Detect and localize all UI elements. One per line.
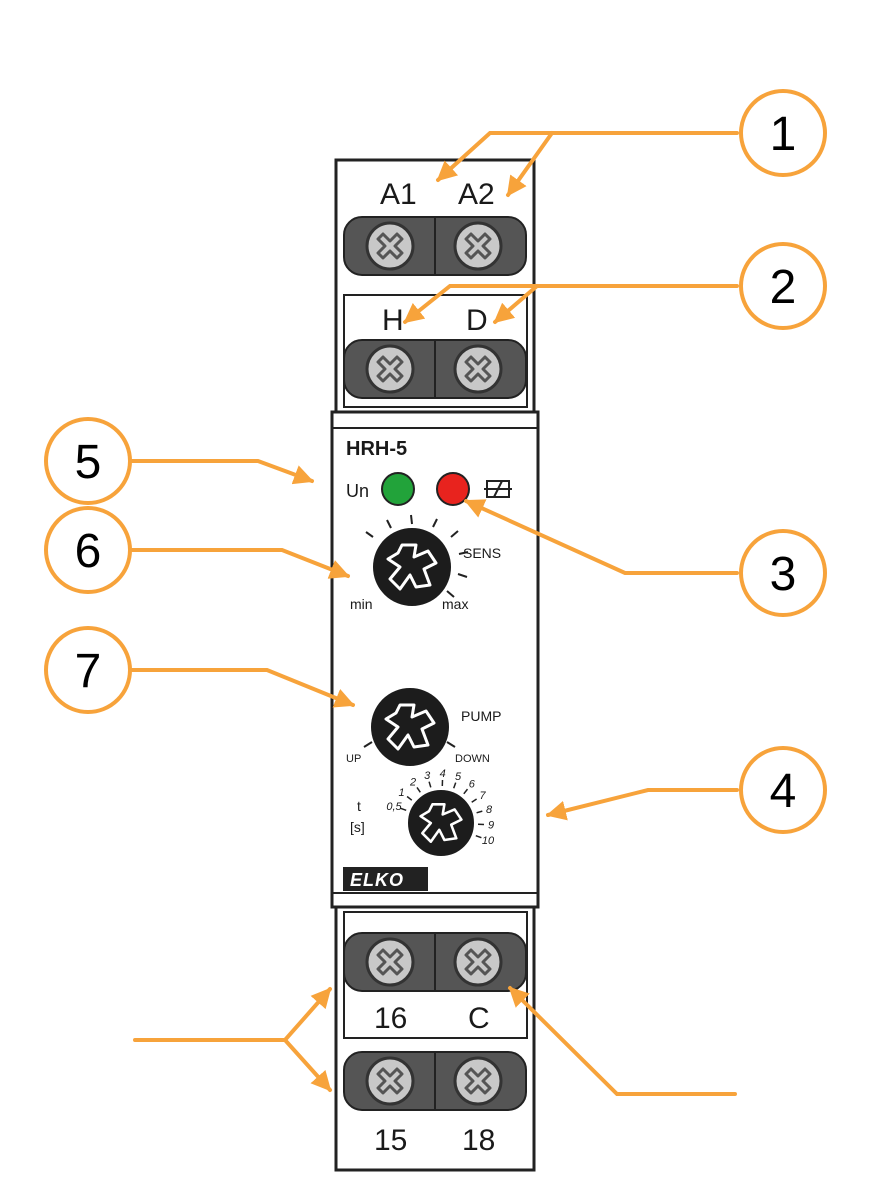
svg-text:ELKO: ELKO [350,870,404,890]
terminal-label-c: C [468,1002,490,1035]
relay-contact-icon [484,480,512,498]
pump-tick-up [363,741,373,748]
time-scale-tick [400,807,407,812]
time-scale-tick [463,788,469,795]
svg-text:6: 6 [75,525,102,578]
sens-knob-ticks [365,514,469,598]
time-scale-label: 8 [486,804,493,816]
time-scale-tick [428,781,432,788]
time-scale-label: 3 [424,770,431,782]
callout-leaders [128,131,739,1096]
time-scale-label: 4 [440,768,446,780]
callout-3: 3 [739,529,827,617]
screw-icon[interactable] [453,1056,503,1106]
terminal-label-16: 16 [374,1002,407,1035]
screw-icon[interactable] [365,344,415,394]
svg-text:3: 3 [770,548,797,601]
callout-6: 6 [44,506,132,594]
sens-min-label: min [350,596,373,612]
screw-icon[interactable] [453,937,503,987]
sens-label: SENS [463,545,501,561]
relay-led [436,472,470,506]
pump-tick-down [446,741,456,748]
terminal-label-15: 15 [374,1124,407,1157]
pump-up-label: UP [346,753,361,765]
terminal-block-probes [343,339,527,399]
knob-grip-icon [419,803,463,843]
time-scale-tick [475,834,482,839]
time-scale-label: 9 [488,820,494,832]
callout-2: 2 [739,242,827,330]
time-scale-label: 7 [479,790,486,802]
time-label: t [357,798,361,814]
time-scale-label: 1 [399,787,405,799]
svg-text:2: 2 [770,261,797,314]
screw-icon[interactable] [453,344,503,394]
time-scale-label: 10 [482,835,495,847]
model-label: HRH-5 [346,438,407,460]
terminal-label-h: H [382,304,404,337]
time-scale-tick [471,798,478,803]
time-scale-tick [406,795,413,801]
screw-icon[interactable] [453,221,503,271]
terminal-label-a1: A1 [380,178,417,211]
svg-text:4: 4 [770,765,797,818]
svg-text:5: 5 [75,436,102,489]
time-scale-label: 2 [409,777,416,789]
time-unit-label: [s] [350,819,365,835]
time-scale-label: 0,5 [386,801,402,813]
svg-text:1: 1 [770,108,797,161]
led-power-label: Un [346,481,369,501]
callout-1: 1 [739,89,827,177]
sens-max-label: max [442,596,468,612]
callout-5: 5 [44,417,132,505]
callout-4: 4 [739,746,827,834]
screw-icon[interactable] [365,1056,415,1106]
pump-down-label: DOWN [455,753,490,765]
brand-logo: ELKO [343,867,428,891]
time-scale-tick [476,810,483,814]
screw-icon[interactable] [365,221,415,271]
pump-label: PUMP [461,708,501,724]
time-scale-tick [452,782,457,789]
time-knob[interactable] [406,788,476,858]
time-scale-label: 5 [455,771,462,783]
time-scale-tick [416,786,421,793]
terminal-block-contacts-lower [343,1051,527,1111]
terminal-label-d: D [466,304,488,337]
power-led [381,472,415,506]
screw-icon[interactable] [365,937,415,987]
terminal-label-a2: A2 [458,178,495,211]
callout-7: 7 [44,626,132,714]
time-scale-label: 6 [469,779,476,791]
sens-knob[interactable] [370,525,454,609]
terminal-block-contacts-upper [343,932,527,992]
pump-knob[interactable] [368,685,452,769]
svg-text:7: 7 [75,645,102,698]
terminal-block-supply [343,216,527,276]
terminal-label-18: 18 [462,1124,495,1157]
